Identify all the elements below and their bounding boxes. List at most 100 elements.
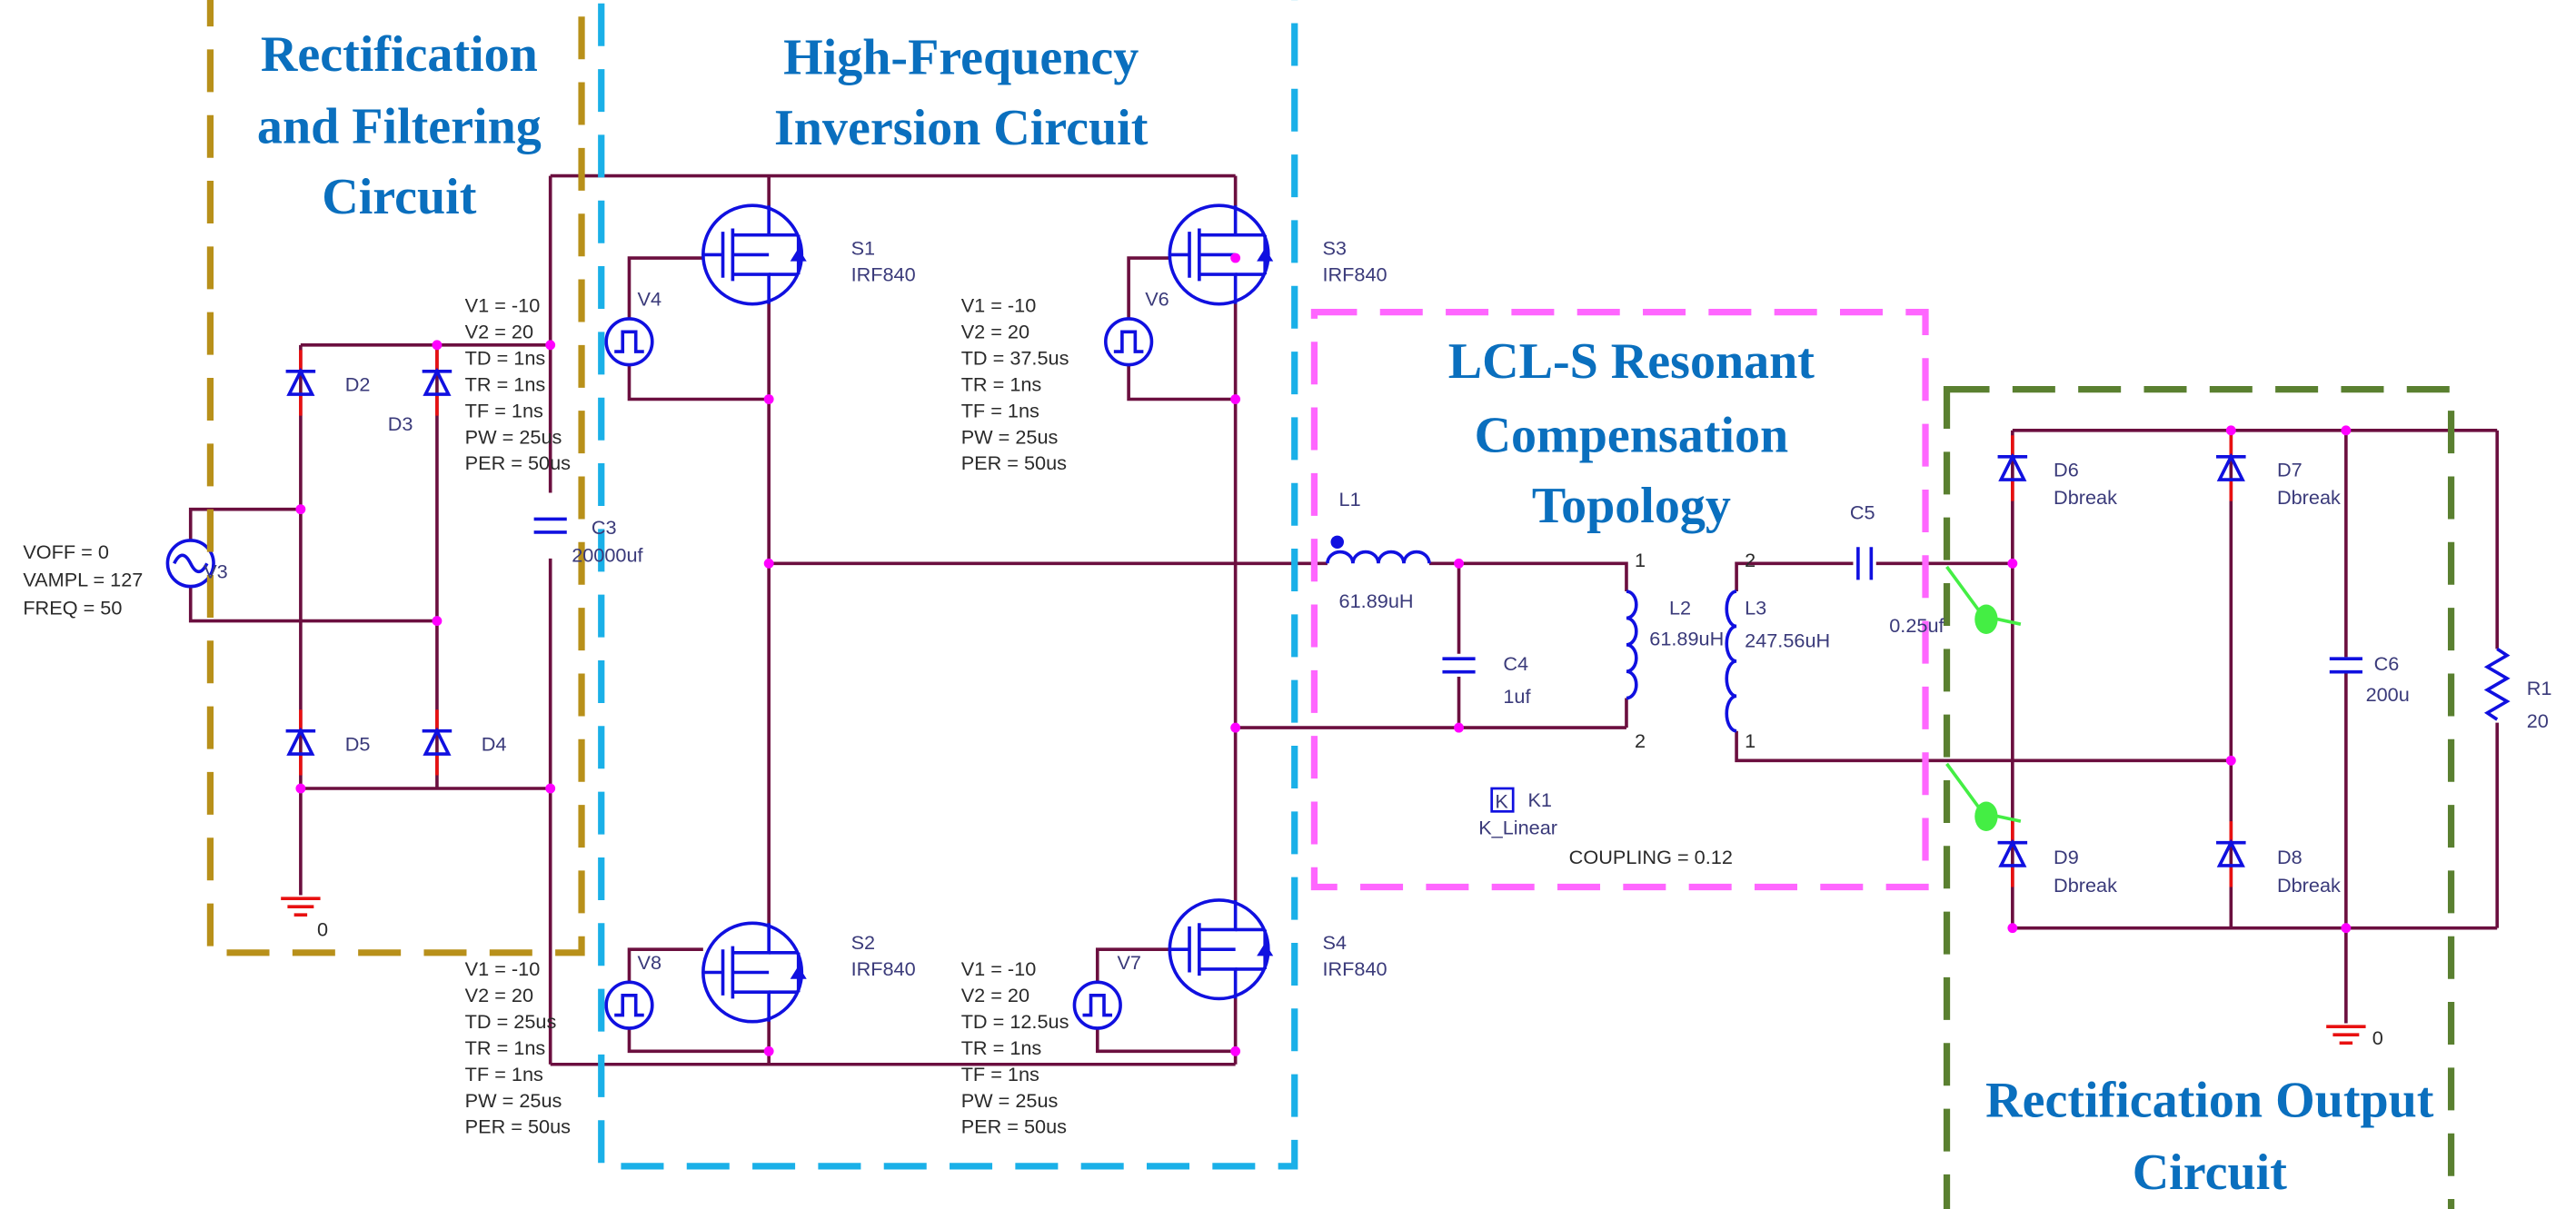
- junction-node: [1454, 558, 1464, 569]
- pulse-source-label: V6: [1145, 287, 1169, 310]
- pulse-source-label: V8: [638, 951, 662, 974]
- d4-diode-icon: [422, 709, 453, 776]
- v3-ac-source-icon: [165, 539, 215, 589]
- s4-model: IRF840: [1322, 957, 1387, 980]
- ground-label: 0: [317, 918, 328, 941]
- s2-model: IRF840: [851, 957, 916, 980]
- k1-symbol: K: [1495, 790, 1508, 813]
- l2-pin-bottom: 2: [1635, 729, 1646, 752]
- junction-node: [1230, 394, 1241, 404]
- junction-node: [1454, 722, 1464, 733]
- s1-label: S1: [851, 236, 876, 259]
- junction-node: [1230, 722, 1241, 733]
- k1-coupling: COUPLING = 0.12: [1569, 846, 1733, 868]
- pulse-source-param: TD = 12.5us: [961, 1010, 1069, 1033]
- compensation-title-1: LCL-S Resonant: [1448, 333, 1815, 390]
- output-box: [1943, 386, 2455, 1209]
- v4-pulse-source-icon: [604, 317, 654, 367]
- d9-model: Dbreak: [2054, 874, 2117, 897]
- d6-diode-icon: [1997, 435, 2028, 501]
- junction-node: [545, 340, 556, 351]
- c5-label: C5: [1850, 500, 1875, 523]
- junction-node: [295, 504, 306, 515]
- v7-pulse-source-icon: [1072, 980, 1122, 1030]
- r1-resistor-icon: [2483, 647, 2511, 721]
- inverter-box: [598, 0, 1298, 1170]
- c4-value: 1uf: [1503, 685, 1531, 708]
- pulse-source-param: PW = 25us: [961, 1089, 1059, 1112]
- rectifier-title-3: Circuit: [322, 169, 476, 225]
- pulse-source-param: TD = 25us: [465, 1010, 557, 1033]
- pulse-source-label: V7: [1117, 951, 1141, 974]
- d3-label: D3: [388, 412, 413, 435]
- d7-diode-icon: [2216, 435, 2246, 501]
- junction-node: [763, 1045, 774, 1056]
- d5-diode-icon: [285, 709, 316, 776]
- v8-pulse-source-icon: [604, 980, 654, 1030]
- pulse-source-param: TR = 1ns: [961, 1036, 1042, 1059]
- l2-value: 61.89uH: [1649, 628, 1724, 650]
- output-title-2: Circuit: [2133, 1145, 2287, 1201]
- secondary-wires: [1735, 561, 2232, 763]
- pulse-source-param: TF = 1ns: [465, 399, 543, 421]
- c4-label: C4: [1503, 652, 1528, 675]
- junction-node: [2341, 425, 2352, 436]
- l1-value: 61.89uH: [1339, 590, 1414, 612]
- compensation-title-3: Topology: [1532, 478, 1731, 534]
- ground-icon: [2326, 1025, 2366, 1045]
- ground-icon: [281, 897, 321, 917]
- l3-pin-top: 2: [1745, 549, 1755, 571]
- l3-pin-bottom: 1: [1745, 729, 1755, 752]
- d9-label: D9: [2054, 846, 2079, 868]
- pulse-source-param: V2 = 20: [961, 984, 1029, 1006]
- pulse-source-param: TR = 1ns: [465, 372, 546, 395]
- c3-value: 20000uf: [572, 543, 643, 566]
- lcl-wires: [1428, 561, 1628, 728]
- pulse-source-param: PER = 50us: [961, 1115, 1067, 1138]
- l1-inductor-icon: [1326, 535, 1431, 564]
- junction-node: [432, 340, 443, 351]
- c4-capacitor-icon: [1442, 657, 1476, 674]
- pulse-source-param: PW = 25us: [465, 425, 562, 448]
- d8-model: Dbreak: [2277, 874, 2341, 897]
- c6-capacitor-icon: [2329, 657, 2362, 674]
- d8-diode-icon: [2216, 821, 2246, 887]
- output-title-1: Rectification Output: [1985, 1073, 2434, 1129]
- component-labels: S1 IRF840 S3 IRF840 S2 IRF840 S4 IRF840 …: [317, 236, 2552, 1049]
- d6-model: Dbreak: [2054, 486, 2117, 509]
- v3-param: VAMPL = 127: [23, 569, 143, 591]
- l3-inductor-icon: [1725, 590, 1737, 733]
- gate-loops: [627, 256, 1236, 1054]
- l3-label: L3: [1745, 596, 1766, 619]
- pulse-source-param: TD = 1ns: [465, 347, 546, 370]
- junction-node: [2007, 558, 2018, 569]
- c6-label: C6: [2374, 652, 2400, 675]
- junction-node: [763, 394, 774, 404]
- s1-model: IRF840: [851, 263, 916, 285]
- k1-label: K1: [1527, 788, 1552, 811]
- pulse-source-param: TD = 37.5us: [961, 347, 1069, 370]
- ground-label: 0: [2372, 1026, 2383, 1049]
- pulse-source-param: V2 = 20: [465, 321, 533, 343]
- d9-diode-icon: [1997, 821, 2028, 887]
- k1-model: K_Linear: [1478, 817, 1557, 839]
- junction-node: [2007, 923, 2018, 934]
- s2-label: S2: [851, 931, 876, 954]
- junction-node: [2225, 755, 2236, 766]
- s4-mosfet-icon: [1168, 898, 1274, 1001]
- d5-label: D5: [345, 732, 371, 755]
- s3-mosfet-icon: [1168, 203, 1274, 306]
- pulse-source-param: TF = 1ns: [961, 1063, 1039, 1085]
- pulse-source-param: V1 = -10: [961, 294, 1037, 317]
- r1-label: R1: [2527, 677, 2552, 699]
- l2-label: L2: [1669, 596, 1691, 619]
- v3-params: V3 VOFF = 0 VAMPL = 127 FREQ = 50: [23, 540, 227, 619]
- c5-capacitor-icon: [1856, 547, 1874, 580]
- pulse-source-param: V1 = -10: [465, 957, 541, 980]
- pulse-source-param: PER = 50us: [961, 451, 1067, 474]
- l2-inductor-icon: [1626, 590, 1638, 700]
- pulse-source-param: TR = 1ns: [465, 1036, 546, 1059]
